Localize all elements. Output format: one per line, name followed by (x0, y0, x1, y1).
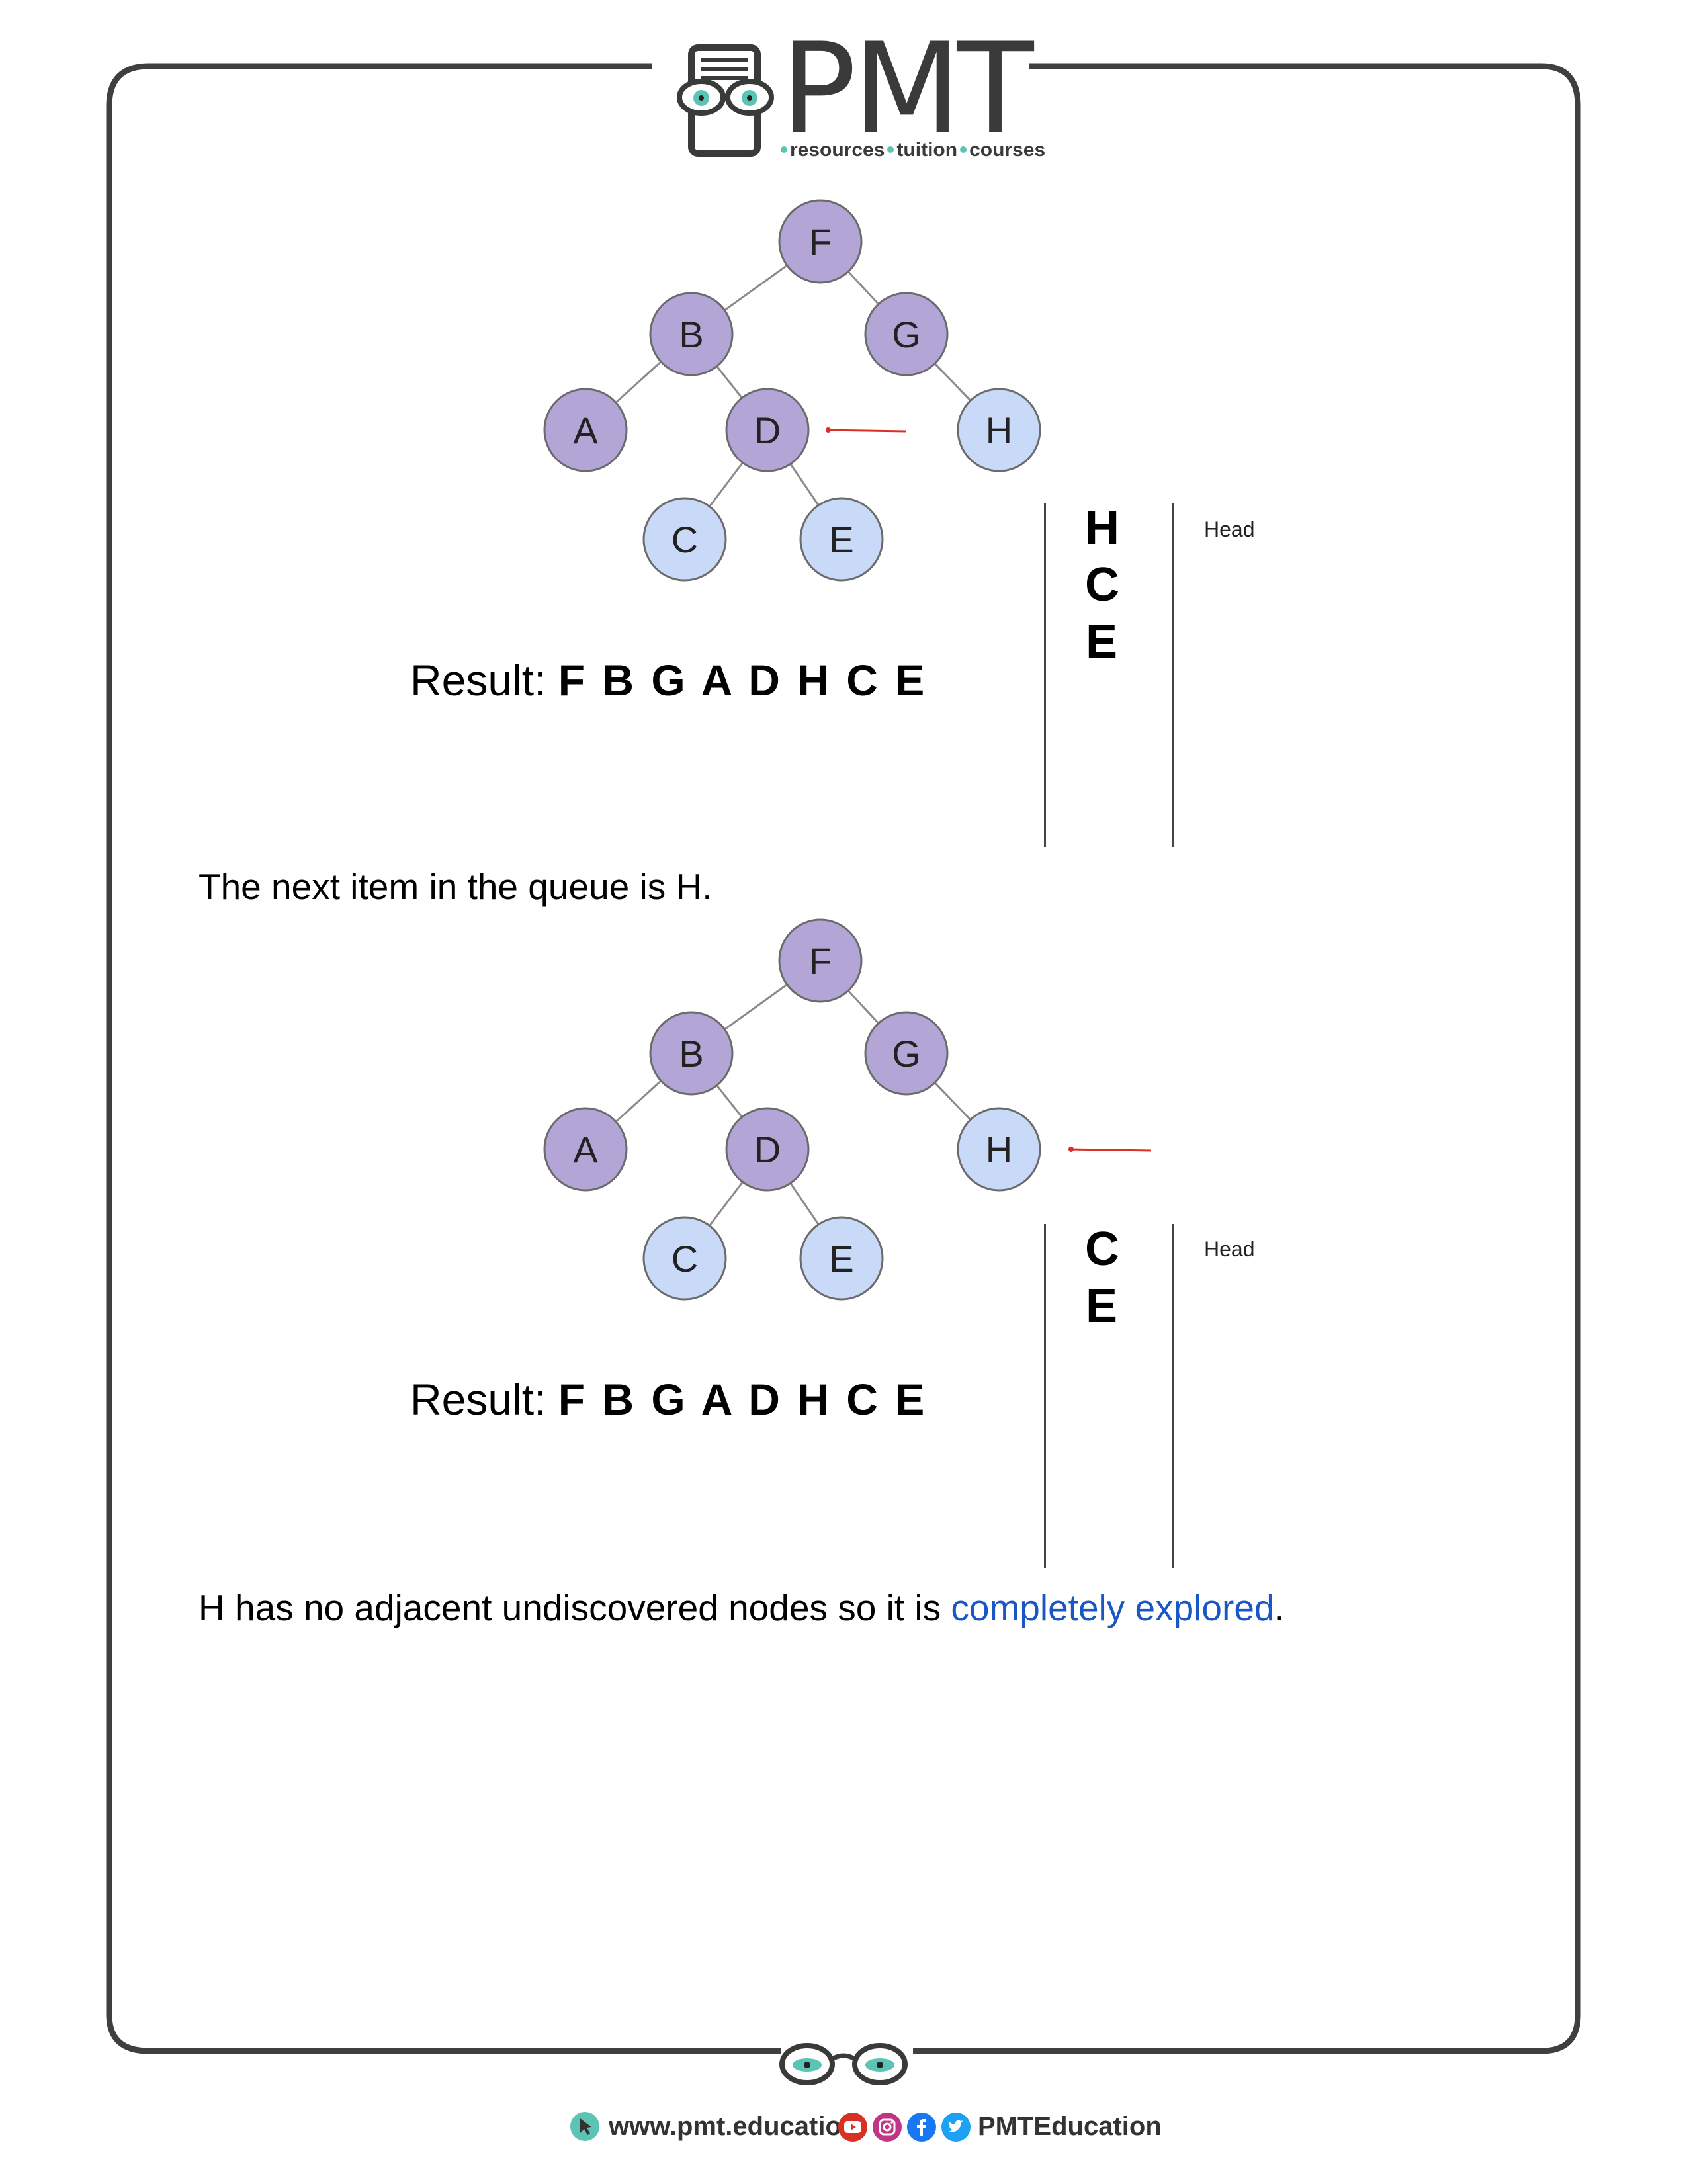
tree-node-a (543, 388, 628, 472)
tree-node-label-b: B (679, 1033, 703, 1074)
tagline-resources: resources (790, 139, 885, 161)
twitter-icon[interactable] (941, 2112, 971, 2142)
tree-node-label-c: C (671, 1238, 698, 1280)
tree-node-b (649, 1011, 734, 1096)
queue-item: E (1085, 615, 1118, 668)
queue-item: H (1085, 502, 1119, 554)
paragraph-next-item: The next item in the queue is H. (198, 866, 713, 907)
footer-glasses-icon (779, 2043, 908, 2085)
paragraph-text-before: H has no adjacent undiscovered nodes so … (198, 1587, 951, 1628)
completely-explored-term: completely explored (951, 1587, 1275, 1628)
result-sequence-1: F B G A D H C E (558, 656, 928, 705)
tree-node-label-a: A (573, 1129, 598, 1170)
bfs-tree-diagram-1: F B G A D H C E (543, 199, 1041, 582)
logo-tagline: resources tuition courses (778, 139, 1045, 161)
result-label-1: Result: (410, 656, 546, 705)
pointer-arrow-tip-1 (826, 427, 831, 433)
tree-node-g (864, 292, 949, 376)
tree-node-h (957, 388, 1041, 472)
result-sequence-2: F B G A D H C E (558, 1375, 928, 1424)
cursor-link-icon (570, 2112, 599, 2141)
tree-node-label-h: H (986, 410, 1012, 451)
tree-node-h (957, 1107, 1041, 1192)
tree-node-d (725, 1107, 810, 1192)
result-label-2: Result: (410, 1375, 546, 1424)
tree-node-f (778, 199, 863, 284)
tree-node-f (778, 918, 863, 1003)
queue-item: C (1085, 558, 1119, 611)
queue-head-label-1: Head (1204, 517, 1255, 541)
youtube-icon[interactable] (838, 2112, 868, 2142)
queue-item: C (1085, 1223, 1119, 1276)
tagline-tuition: tuition (896, 139, 958, 161)
tree-node-label-e: E (829, 519, 853, 560)
bfs-tree-diagram-2: F B G A D H C E (543, 918, 1152, 1301)
queue-right-line-2 (1172, 1224, 1174, 1568)
tree-node-label-e: E (829, 1238, 853, 1280)
tree-node-label-a: A (573, 410, 598, 451)
queue-head-label-2: Head (1204, 1237, 1255, 1261)
tagline-courses: courses (969, 139, 1046, 161)
pointer-arrow-tip-2 (1068, 1147, 1074, 1152)
tree-node-e (799, 497, 884, 582)
pointer-arrow-1 (826, 429, 907, 433)
pointer-arrow-2 (1069, 1148, 1152, 1152)
footer-website-link[interactable]: www.pmt.education (609, 2112, 858, 2141)
queue-right-line-1 (1172, 503, 1174, 847)
footer-social-handle[interactable]: PMTEducation (978, 2112, 1162, 2141)
queue-items-1: H C E (1085, 500, 1119, 670)
tree-node-b (649, 292, 734, 376)
facebook-icon[interactable] (906, 2112, 937, 2142)
book-glasses-logo-icon (677, 44, 774, 157)
tree-node-label-g: G (892, 314, 921, 355)
result-line-1: Result: F B G A D H C E (410, 655, 927, 705)
tree-node-c (642, 497, 727, 582)
tree-node-label-f: F (809, 221, 832, 263)
result-line-2: Result: F B G A D H C E (410, 1374, 927, 1424)
tree-node-label-d: D (754, 410, 781, 451)
queue-item: E (1085, 1280, 1118, 1332)
tree-node-a (543, 1107, 628, 1192)
tree-node-label-g: G (892, 1033, 921, 1074)
queue-left-line-2 (1044, 1224, 1046, 1568)
paragraph-text-after: . (1274, 1587, 1285, 1628)
instagram-icon[interactable] (872, 2112, 902, 2142)
tree-node-c (642, 1216, 727, 1301)
tree-node-e (799, 1216, 884, 1301)
tree-node-label-d: D (754, 1129, 781, 1170)
paragraph-completely-explored: H has no adjacent undiscovered nodes so … (198, 1587, 1285, 1629)
tree-node-label-b: B (679, 314, 703, 355)
tree-node-label-c: C (671, 519, 698, 560)
tree-node-label-h: H (986, 1129, 1012, 1170)
tree-node-g (864, 1011, 949, 1096)
logo-wordmark: PMT (781, 16, 1034, 162)
tree-node-d (725, 388, 810, 472)
tree-node-label-f: F (809, 940, 832, 982)
queue-left-line-1 (1044, 503, 1046, 847)
queue-items-2: C E (1085, 1221, 1119, 1334)
